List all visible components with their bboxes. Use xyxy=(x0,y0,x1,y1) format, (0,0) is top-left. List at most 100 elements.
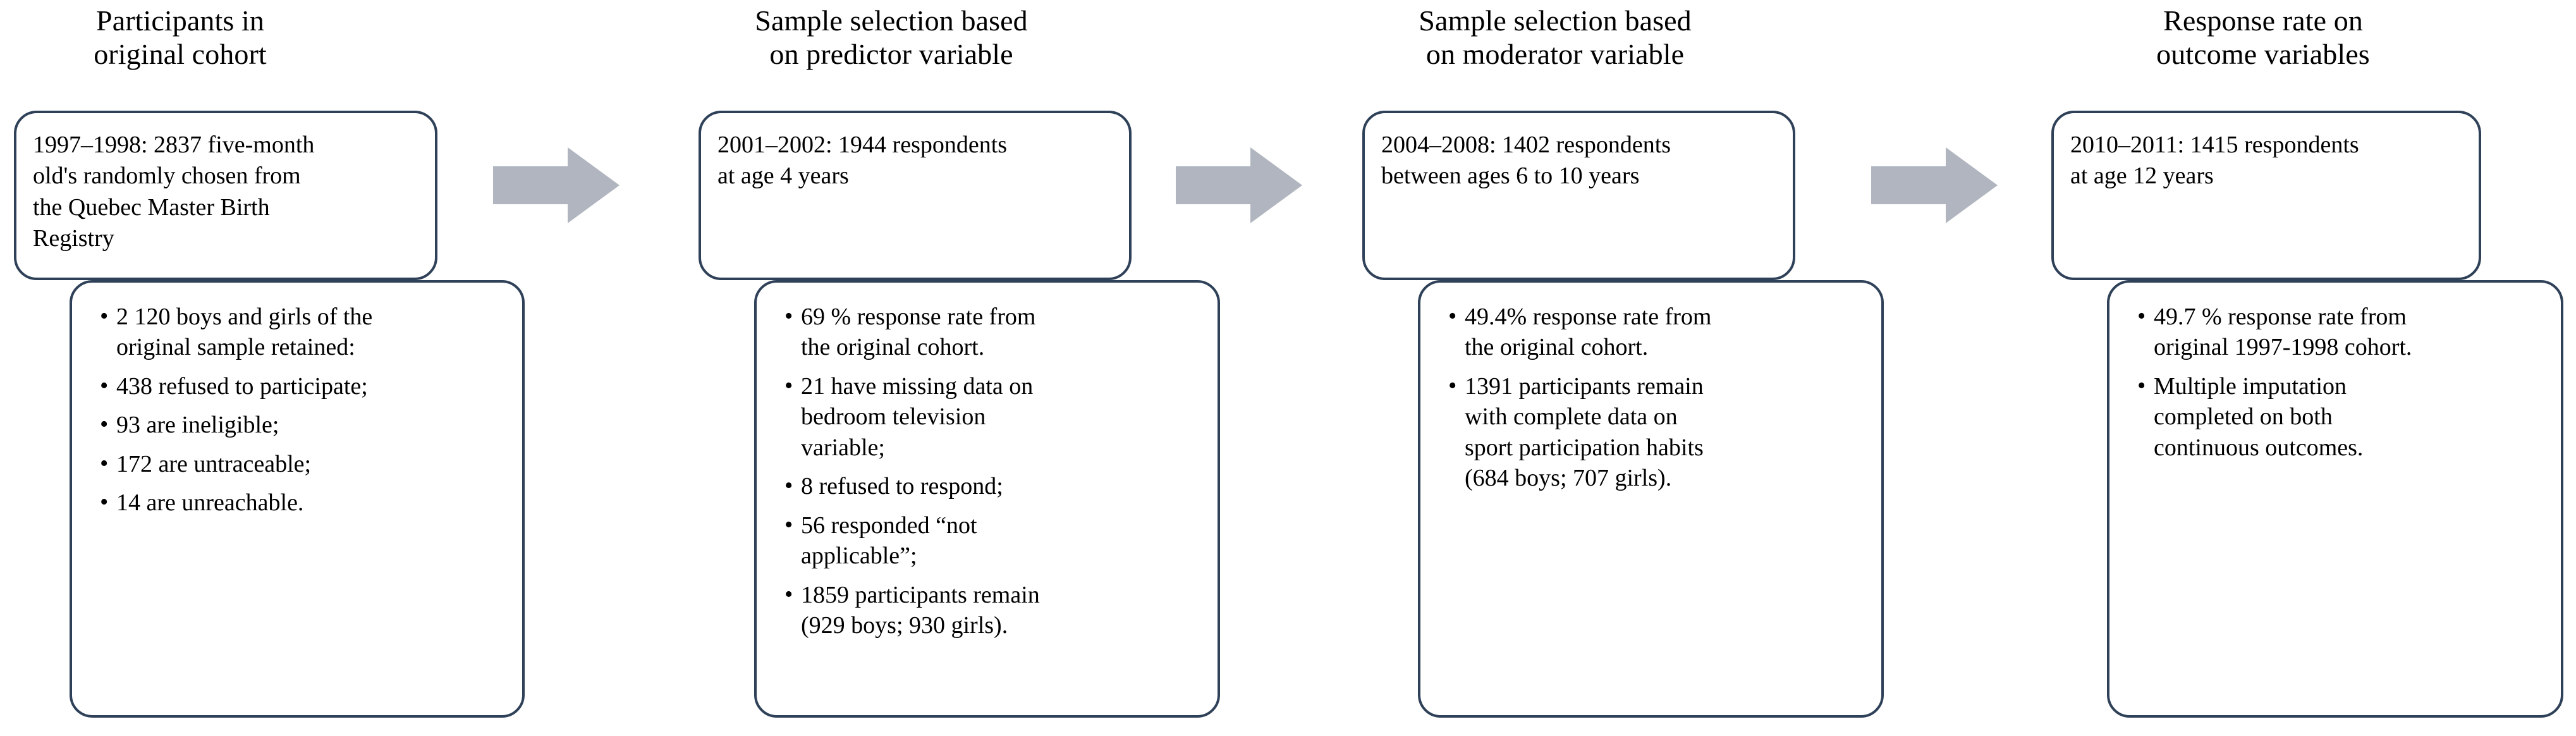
list-item-text: 56 responded “not applicable”; xyxy=(801,510,1201,572)
upper-box-1-text: 1997–1998: 2837 five-month old's randoml… xyxy=(16,113,435,255)
list-item-text: 21 have missing data on bedroom televisi… xyxy=(801,371,1201,463)
list-item: • 1391 participants remain with complete… xyxy=(1448,371,1865,494)
column-header-3: Sample selection based on moderator vari… xyxy=(1334,4,1776,71)
arrow-3-to-4 xyxy=(1871,147,1998,223)
list-item: • 69 % response rate from the original c… xyxy=(784,302,1201,363)
list-item-text: 172 are untraceable; xyxy=(116,449,506,479)
list-item-line: original 1997-1998 cohort. xyxy=(2154,334,2412,361)
list-item-text: Multiple imputation completed on both co… xyxy=(2154,371,2544,463)
bullet-glyph-icon: • xyxy=(100,411,109,438)
upper-box-3-line-2: between ages 6 to 10 years xyxy=(1381,163,1640,190)
list-item: • 49.4% response rate from the original … xyxy=(1448,302,1865,363)
upper-box-2-text: 2001–2002: 1944 respondents at age 4 yea… xyxy=(701,113,1129,192)
list-item-text: 14 are unreachable. xyxy=(116,488,506,518)
upper-box-3-line-1: 2004–2008: 1402 respondents xyxy=(1381,132,1671,158)
list-item-text: 1859 participants remain (929 boys; 930 … xyxy=(801,580,1201,641)
column-header-4-line-1: Response rate on xyxy=(2163,4,2363,37)
bullet-glyph-icon: • xyxy=(100,303,109,329)
list-item-line: the original cohort. xyxy=(1465,334,1649,361)
list-item-line: 438 refused to participate; xyxy=(116,372,368,400)
bullet-glyph-icon: • xyxy=(784,580,793,608)
list-item-line: 8 refused to respond; xyxy=(801,473,1003,500)
list-item-line: 49.7 % response rate from xyxy=(2154,304,2407,330)
list-item-line: 1859 participants remain xyxy=(801,581,1040,608)
column-header-3-line-2: on moderator variable xyxy=(1425,38,1685,71)
list-item-text: 8 refused to respond; xyxy=(801,471,1201,501)
list-item-line: 1391 participants remain xyxy=(1465,372,1704,400)
arrow-1-to-2 xyxy=(493,147,620,223)
upper-box-1-line-2: old's randomly chosen from xyxy=(33,163,301,190)
list-item-text: 438 refused to participate; xyxy=(116,371,506,402)
upper-box-4-line-2: at age 12 years xyxy=(2070,163,2214,190)
list-item: • 172 are untraceable; xyxy=(100,449,506,479)
bullet-glyph-icon: • xyxy=(100,450,109,477)
lower-box-4-bullet-list: • 49.7 % response rate from original 199… xyxy=(2109,283,2561,463)
lower-box-3-bullet-list: • 49.4% response rate from the original … xyxy=(1420,283,1881,494)
list-item-line: 69 % response rate from xyxy=(801,304,1036,330)
column-header-2-line-1: Sample selection based xyxy=(755,4,1028,37)
list-item: • Multiple imputation completed on both … xyxy=(2137,371,2544,463)
list-item-line: bedroom television xyxy=(801,403,986,431)
column-header-4: Response rate on outcome variables xyxy=(2048,4,2478,71)
list-item-line: the original cohort. xyxy=(801,334,985,361)
upper-box-1-line-4: Registry xyxy=(33,225,114,252)
list-item: • 8 refused to respond; xyxy=(784,471,1201,501)
bullet-glyph-icon: • xyxy=(2137,372,2146,399)
list-item-line: (684 boys; 707 girls). xyxy=(1465,465,1672,492)
list-item-line: applicable”; xyxy=(801,543,917,570)
list-item-text: 93 are ineligible; xyxy=(116,410,506,440)
list-item: • 49.7 % response rate from original 199… xyxy=(2137,302,2544,363)
upper-box-1-line-1: 1997–1998: 2837 five-month xyxy=(33,132,315,158)
list-item: • 2 120 boys and girls of the original s… xyxy=(100,302,506,363)
list-item-line: (929 boys; 930 girls). xyxy=(801,611,1008,639)
bullet-glyph-icon: • xyxy=(784,511,793,538)
upper-box-4-line-1: 2010–2011: 1415 respondents xyxy=(2070,132,2359,158)
list-item: • 438 refused to participate; xyxy=(100,371,506,402)
list-item-line: Multiple imputation xyxy=(2154,372,2347,400)
list-item-line: sport participation habits xyxy=(1465,434,1704,461)
bullet-glyph-icon: • xyxy=(784,303,793,329)
list-item-line: 14 are unreachable. xyxy=(116,489,304,517)
column-header-2: Sample selection based on predictor vari… xyxy=(670,4,1113,71)
column-header-1: Participants in original cohort xyxy=(0,4,360,71)
bullet-glyph-icon: • xyxy=(1448,303,1457,329)
list-item-line: original sample retained: xyxy=(116,334,355,361)
list-item-line: 2 120 boys and girls of the xyxy=(116,304,373,330)
list-item-line: completed on both xyxy=(2154,403,2333,431)
upper-box-4-text: 2010–2011: 1415 respondents at age 12 ye… xyxy=(2054,113,2479,192)
list-item-text: 49.4% response rate from the original co… xyxy=(1465,302,1865,363)
list-item-text: 69 % response rate from the original coh… xyxy=(801,302,1201,363)
bullet-glyph-icon: • xyxy=(2137,303,2146,329)
column-header-1-line-1: Participants in xyxy=(96,4,264,37)
list-item: • 14 are unreachable. xyxy=(100,488,506,518)
list-item-text: 2 120 boys and girls of the original sam… xyxy=(116,302,506,363)
list-item: • 1859 participants remain (929 boys; 93… xyxy=(784,580,1201,641)
list-item-line: variable; xyxy=(801,434,885,461)
lower-box-2-bullet-list: • 69 % response rate from the original c… xyxy=(757,283,1218,641)
list-item: • 21 have missing data on bedroom televi… xyxy=(784,371,1201,463)
column-header-1-line-2: original cohort xyxy=(94,38,267,71)
upper-box-4: 2010–2011: 1415 respondents at age 12 ye… xyxy=(2051,111,2481,280)
bullet-glyph-icon: • xyxy=(784,472,793,500)
list-item: • 93 are ineligible; xyxy=(100,410,506,440)
lower-box-2: • 69 % response rate from the original c… xyxy=(754,280,1220,718)
list-item: • 56 responded “not applicable”; xyxy=(784,510,1201,572)
list-item-text: 1391 participants remain with complete d… xyxy=(1465,371,1865,494)
list-item-line: 56 responded “not xyxy=(801,512,977,539)
upper-box-2-line-2: at age 4 years xyxy=(717,163,849,190)
bullet-glyph-icon: • xyxy=(1448,372,1457,399)
upper-box-2: 2001–2002: 1944 respondents at age 4 yea… xyxy=(699,111,1132,280)
list-item-line: with complete data on xyxy=(1465,403,1678,431)
upper-box-3: 2004–2008: 1402 respondents between ages… xyxy=(1362,111,1795,280)
upper-box-1: 1997–1998: 2837 five-month old's randoml… xyxy=(14,111,437,280)
column-header-3-line-1: Sample selection based xyxy=(1419,4,1692,37)
list-item-line: 21 have missing data on xyxy=(801,372,1034,400)
list-item-line: 172 are untraceable; xyxy=(116,450,312,477)
arrow-2-to-3 xyxy=(1176,147,1302,223)
list-item-line: continuous outcomes. xyxy=(2154,434,2364,461)
list-item-line: 49.4% response rate from xyxy=(1465,304,1712,330)
bullet-glyph-icon: • xyxy=(100,372,109,399)
lower-box-4: • 49.7 % response rate from original 199… xyxy=(2107,280,2563,718)
lower-box-1-bullet-list: • 2 120 boys and girls of the original s… xyxy=(72,283,522,518)
